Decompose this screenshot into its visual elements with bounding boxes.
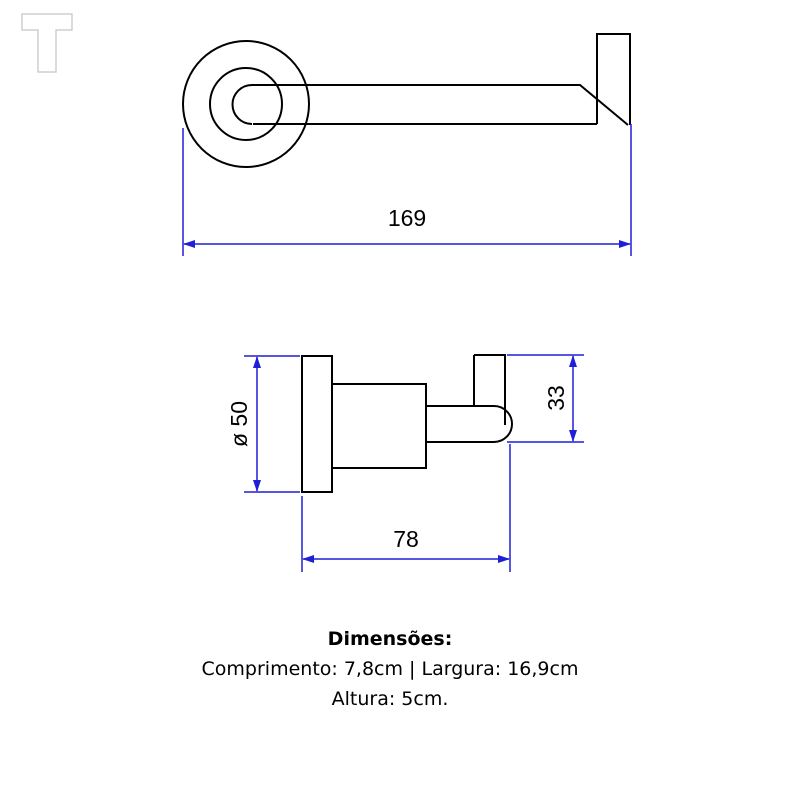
diameter-label: ø 50 [226, 401, 252, 447]
side-dimensions [244, 354, 584, 572]
caption-line-2: Altura: 5cm. [331, 688, 449, 710]
base-block [331, 383, 427, 469]
caption-line-1: Comprimento: 7,8cm | Largura: 16,9cm [201, 658, 579, 680]
hook-arm [231, 84, 629, 126]
hook-height-label: 33 [543, 385, 569, 411]
side-view [301, 354, 513, 493]
hook-tip [596, 33, 631, 125]
width-dimension [182, 124, 632, 256]
width-label: 169 [388, 205, 426, 231]
rosette-inner-circle [209, 67, 283, 141]
dimensions-caption: Dimensões: Comprimento: 7,8cm | Largura:… [0, 624, 780, 714]
wall-plate [301, 355, 333, 493]
rosette-outer-circle [182, 40, 310, 168]
side-hook-tip [473, 354, 506, 425]
caption-title: Dimensões: [327, 628, 453, 650]
depth-label: 78 [393, 526, 419, 552]
brand-logo [21, 13, 73, 73]
side-arm [426, 405, 513, 443]
top-view [182, 33, 631, 168]
